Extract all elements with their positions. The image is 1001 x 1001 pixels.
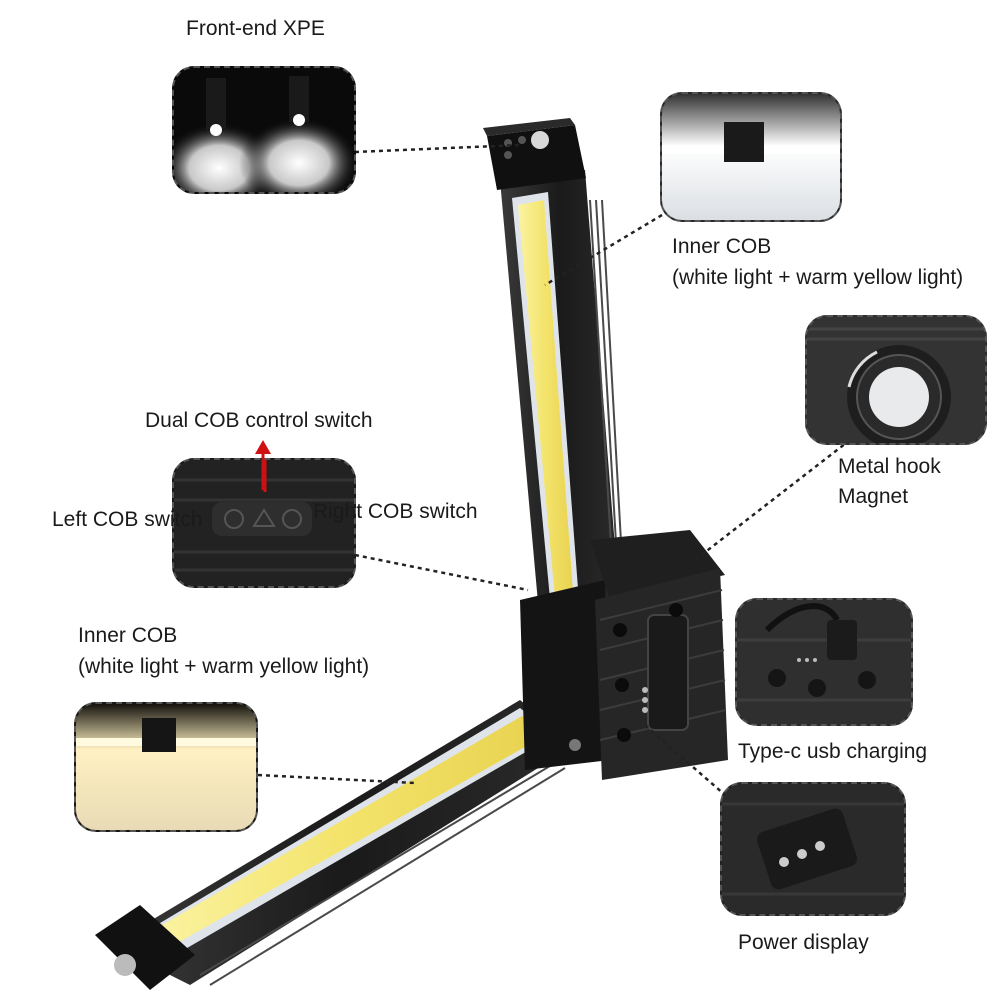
label-front-xpe: Front-end XPE — [186, 17, 325, 40]
center-hub — [520, 530, 728, 780]
label-magnet: Magnet — [838, 485, 909, 508]
power-display-photo — [720, 782, 906, 916]
switch-panel-icon — [212, 502, 312, 536]
power-indicator-icon — [757, 808, 857, 890]
label-power-display: Power display — [738, 931, 869, 954]
horizontal-arm — [95, 700, 575, 990]
red-arrow-icon — [255, 440, 271, 490]
cob-strip-icon — [518, 200, 574, 608]
label-inner-cob-top-2: (white light + warm yellow light) — [672, 266, 964, 289]
magnet-hook-icon — [869, 367, 929, 427]
label-inner-cob-bottom-1: Inner COB — [78, 624, 178, 647]
label-inner-cob-bottom-2: (white light + warm yellow light) — [78, 655, 370, 678]
vertical-arm — [483, 118, 623, 625]
inner-cob-bottom-photo — [74, 702, 258, 832]
label-dual-switch: Dual COB control switch — [145, 409, 373, 432]
label-metal-hook: Metal hook — [838, 455, 941, 478]
xpe-led-icon — [531, 131, 549, 149]
usb-c-port-icon — [827, 620, 857, 660]
type-c-photo — [735, 598, 913, 726]
front-xpe-photo — [172, 66, 356, 194]
magnet-hook-photo — [805, 315, 987, 445]
inner-cob-top-photo — [660, 92, 842, 222]
leader-lines — [257, 143, 851, 796]
label-right-switch: Right COB switch — [313, 500, 478, 523]
label-type-c: Type-c usb charging — [738, 740, 928, 763]
label-left-switch: Left COB switch — [52, 508, 203, 531]
label-inner-cob-top-1: Inner COB — [672, 235, 772, 258]
